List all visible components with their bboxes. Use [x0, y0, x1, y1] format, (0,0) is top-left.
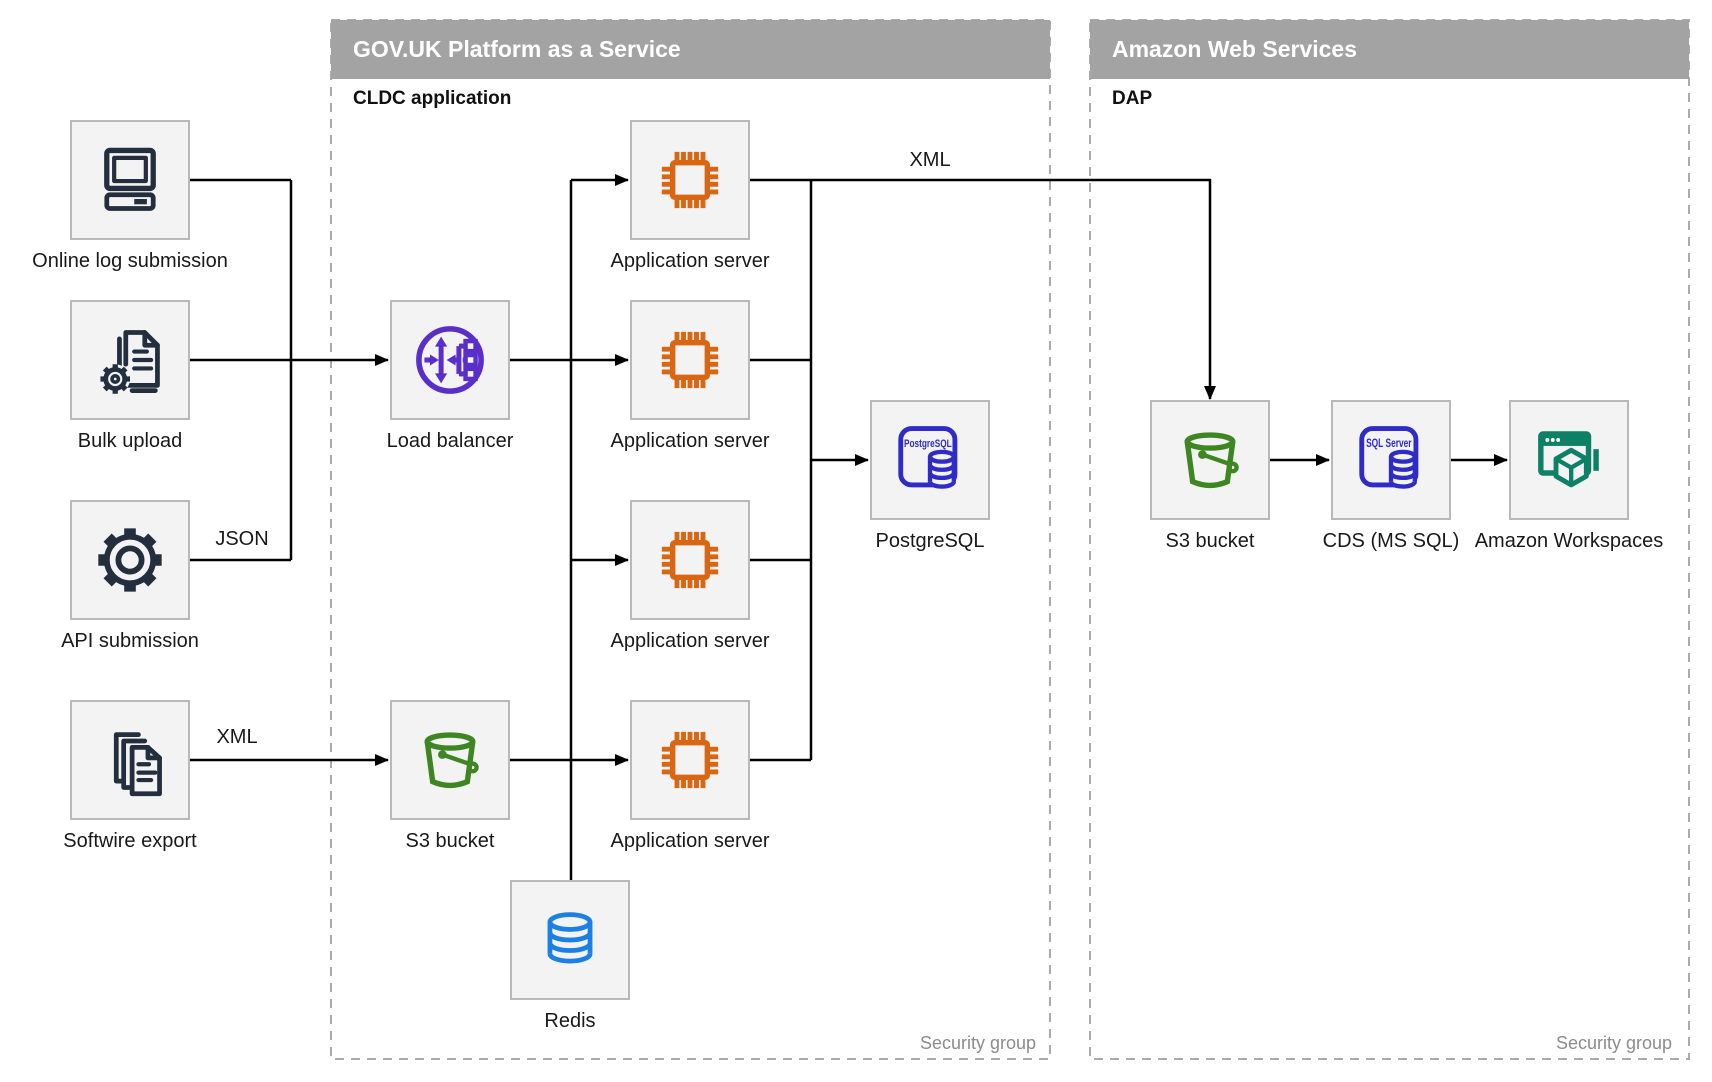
postgresql-icon: PostgreSQL — [898, 426, 958, 489]
postgresql-icon-text: PostgreSQL — [904, 438, 952, 450]
node-app-server-1: Application server — [611, 120, 769, 272]
redis-box — [510, 880, 630, 1000]
node-cds-ms-sql: SQL Server CDS (MS SQL) — [1323, 400, 1459, 552]
node-api-submission: API submission — [61, 500, 199, 652]
database-icon — [547, 912, 593, 964]
node-load-balancer: Load balancer — [387, 300, 513, 452]
chip-icon — [661, 331, 719, 389]
cldc-application-label: CLDC application — [353, 88, 512, 109]
node-label: Application server — [610, 250, 770, 272]
online-log-submission-box — [70, 120, 190, 240]
amazon-workspaces-box — [1509, 400, 1629, 520]
sql-server-icon-text: SQL Server — [1366, 436, 1412, 450]
govuk-paas-header-bar: GOV.UK Platform as a Service — [331, 20, 1050, 79]
chip-icon — [661, 731, 719, 789]
node-label: PostgreSQL — [875, 530, 985, 552]
node-label: Softwire export — [63, 830, 197, 852]
node-label: Amazon Workspaces — [1474, 530, 1664, 552]
node-label: Application server — [610, 630, 770, 652]
edge-xml-to-aws-s3 — [750, 178, 1216, 400]
node-app-server-3: Application server — [611, 500, 769, 652]
json-edge-label: JSON — [215, 528, 269, 550]
govuk-paas-title: GOV.UK Platform as a Service — [353, 36, 681, 62]
node-label: Load balancer — [386, 430, 514, 452]
xml-edge-label-left: XML — [216, 726, 258, 748]
node-online-log-submission: Online log submission — [32, 120, 228, 272]
node-label: CDS (MS SQL) — [1322, 530, 1460, 552]
load-balancer-box — [390, 300, 510, 420]
xml-edge-label-top: XML — [909, 149, 951, 171]
node-s3-bucket-aws: S3 bucket — [1150, 400, 1270, 552]
dap-label: DAP — [1112, 88, 1153, 109]
chip-icon — [661, 531, 719, 589]
node-label: S3 bucket — [405, 830, 495, 852]
cds-ms-sql-box: SQL Server — [1331, 400, 1451, 520]
bucket-icon — [1184, 432, 1239, 489]
document-gear-icon — [100, 330, 160, 394]
documents-icon — [113, 732, 162, 797]
api-submission-box — [70, 500, 190, 620]
sql-server-icon: SQL Server — [1359, 426, 1419, 489]
softwire-export-box — [70, 700, 190, 820]
load-balancer-icon — [416, 326, 484, 394]
app-server-1-box — [630, 120, 750, 240]
app-server-3-box — [630, 500, 750, 620]
node-redis: Redis — [510, 880, 630, 1032]
node-bulk-upload: Bulk upload — [70, 300, 190, 452]
aws-security-group-label: Security group — [1555, 1033, 1672, 1053]
node-label: Online log submission — [32, 250, 228, 272]
workspaces-icon — [1538, 431, 1599, 488]
node-label: Application server — [610, 430, 770, 452]
node-s3-bucket-paas: S3 bucket — [390, 700, 510, 852]
gear-icon — [98, 528, 162, 592]
node-postgresql: PostgreSQL PostgreSQL — [870, 400, 990, 552]
paas-security-group-label: Security group — [919, 1033, 1036, 1053]
s3-bucket-paas-box — [390, 700, 510, 820]
node-label: API submission — [61, 630, 199, 652]
node-app-server-4: Application server — [611, 700, 769, 852]
edge-appserver-collector — [750, 180, 813, 762]
edge-sources-junction — [190, 178, 293, 562]
aws-title: Amazon Web Services — [1112, 36, 1358, 62]
app-server-4-box — [630, 700, 750, 820]
node-label: Bulk upload — [77, 430, 183, 452]
aws-security-group-border — [1089, 19, 1690, 1060]
node-label: Redis — [544, 1010, 596, 1032]
bucket-icon — [424, 732, 479, 789]
bulk-upload-box — [70, 300, 190, 420]
node-label: Application server — [610, 830, 770, 852]
node-softwire-export: Softwire export — [63, 700, 197, 852]
postgresql-box: PostgreSQL — [870, 400, 990, 520]
s3-bucket-aws-box — [1150, 400, 1270, 520]
chip-icon — [661, 151, 719, 209]
node-amazon-workspaces: Amazon Workspaces — [1475, 400, 1663, 552]
aws-header-bar: Amazon Web Services — [1090, 20, 1689, 79]
node-app-server-2: Application server — [611, 300, 769, 452]
computer-icon — [104, 147, 156, 211]
app-server-2-box — [630, 300, 750, 420]
node-label: S3 bucket — [1165, 530, 1255, 552]
